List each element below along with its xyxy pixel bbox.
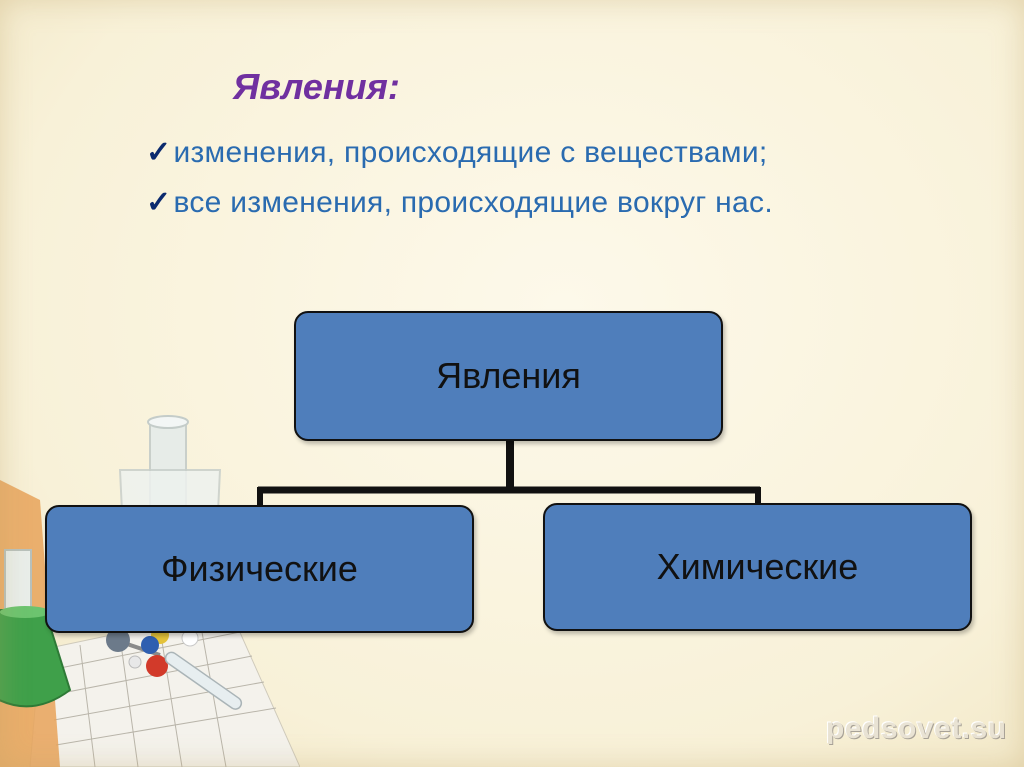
flask-green-liquid <box>0 549 72 708</box>
bullet-text: все изменения, происходящие вокруг нас. <box>173 186 773 219</box>
slide-title: Явления: <box>233 66 400 107</box>
node-label: Явления <box>436 355 581 396</box>
bullet-item: ✓все изменения, происходящие вокруг нас. <box>146 178 773 228</box>
node-label: Физические <box>161 548 358 589</box>
watermark-logo: pedsovet.su <box>826 712 1007 745</box>
node-root-phenomena: Явления <box>294 311 723 441</box>
bullet-item: ✓изменения, происходящие с веществами; <box>146 128 773 178</box>
node-label: Химические <box>656 546 859 587</box>
bullet-list: ✓изменения, происходящие с веществами; ✓… <box>146 128 773 228</box>
node-physical: Физические <box>45 505 474 633</box>
test-tube <box>164 651 243 710</box>
checkmark-icon: ✓ <box>146 136 172 169</box>
molecule-model <box>106 626 199 677</box>
checkmark-icon: ✓ <box>146 186 172 219</box>
bullet-text: изменения, происходящие с веществами; <box>173 136 768 169</box>
node-chemical: Химические <box>543 503 972 631</box>
